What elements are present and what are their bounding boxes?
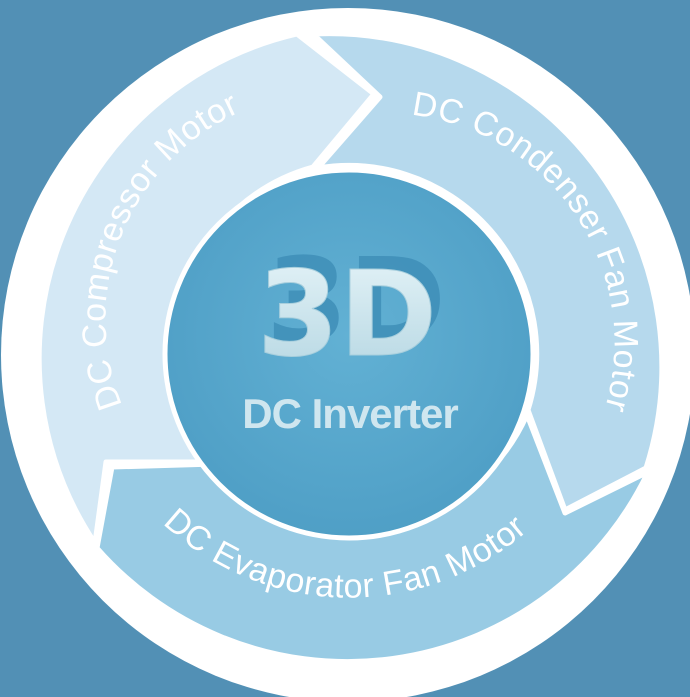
logo-3d: 3D	[257, 245, 437, 383]
logo-subtitle: DC Inverter	[242, 390, 458, 437]
center-circle	[162, 167, 536, 541]
segment-condenser	[310, 31, 665, 513]
logo-3d-shadow: 3D	[266, 232, 446, 370]
